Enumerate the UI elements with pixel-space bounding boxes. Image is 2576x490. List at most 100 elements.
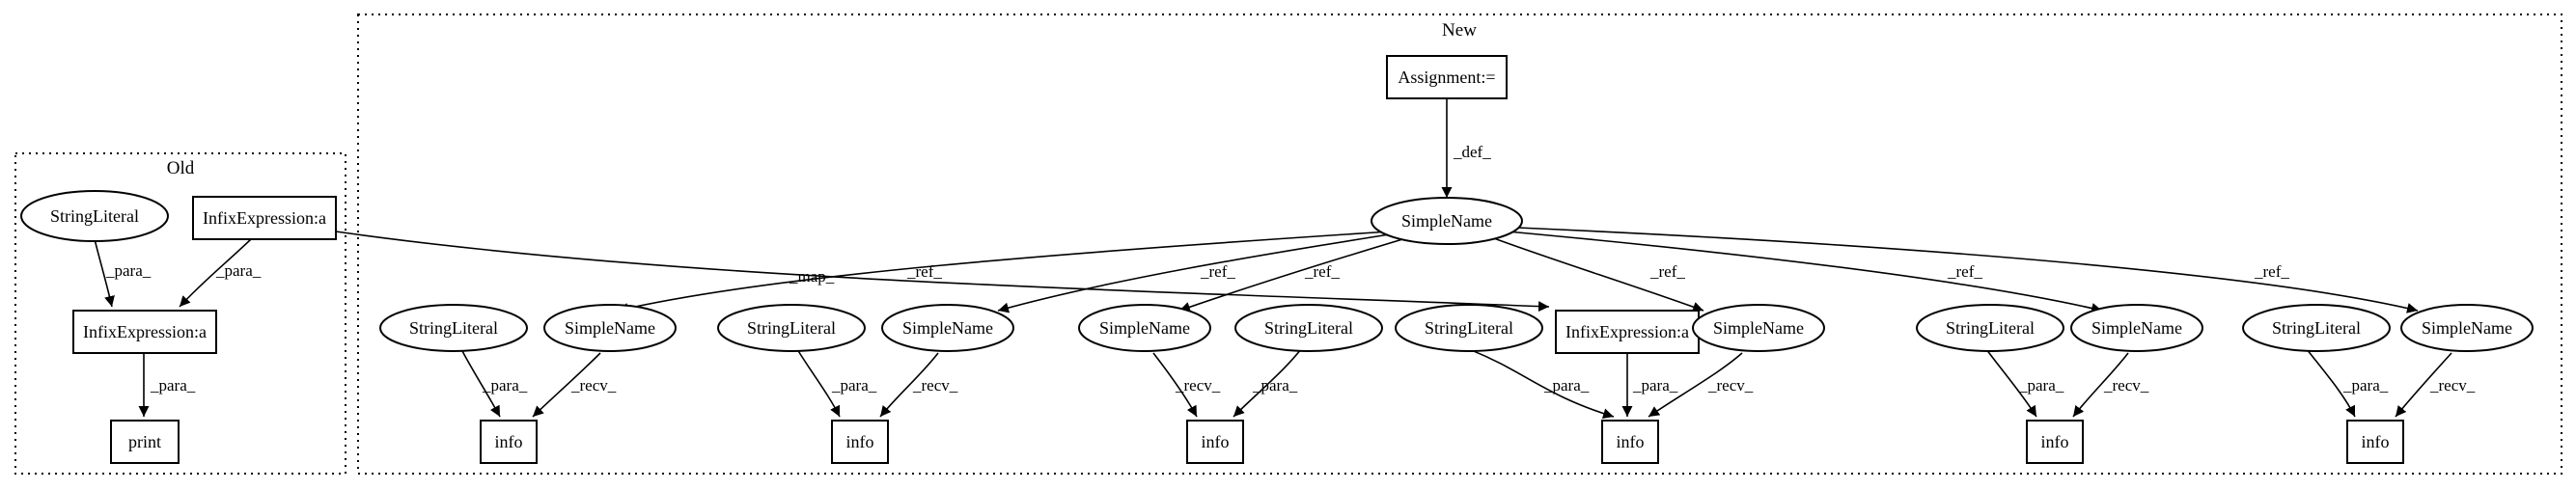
edge-old-infix-to-infix	[179, 238, 252, 308]
svg-text:info: info	[846, 432, 874, 451]
edge-label-para: _para_	[831, 376, 877, 395]
svg-text:info: info	[1202, 432, 1230, 451]
svg-text:SimpleName: SimpleName	[1401, 211, 1492, 231]
edge-ref-sn4	[1490, 236, 1704, 313]
edge-recv-info6	[2395, 352, 2452, 418]
edge-label-ref: _ref_	[1947, 262, 1982, 281]
svg-text:StringLiteral: StringLiteral	[1425, 318, 1513, 338]
node-info-4: info	[1601, 420, 1659, 464]
edge-para-info6	[2306, 348, 2356, 418]
node-old-string-literal: StringLiteral	[20, 190, 169, 242]
node-old-print: print	[110, 420, 180, 464]
edge-label-def: _def_	[1453, 143, 1491, 161]
svg-text:InfixExpression:a: InfixExpression:a	[83, 322, 207, 341]
edge-para-info5	[1985, 348, 2037, 418]
node-simple-name-3: SimpleName	[1078, 304, 1211, 352]
edge-ref-sn6	[1516, 227, 2419, 313]
edge-label-ref: _ref_	[1200, 262, 1235, 281]
node-info-3: info	[1186, 420, 1244, 464]
svg-text:StringLiteral: StringLiteral	[1264, 318, 1353, 338]
node-simple-name-5: SimpleName	[2070, 304, 2203, 352]
node-infix-expression-new: InfixExpression:a	[1555, 310, 1700, 354]
edge-para-info3	[1233, 348, 1302, 418]
node-info-6: info	[2346, 420, 2404, 464]
edge-label-map: _map_	[789, 267, 835, 286]
node-info-5: info	[2026, 420, 2084, 464]
cluster-old-label: Old	[167, 158, 195, 178]
svg-text:SimpleName: SimpleName	[565, 318, 655, 338]
node-string-literal-4: StringLiteral	[1395, 304, 1543, 352]
cluster-new: New	[357, 14, 2562, 475]
edge-ref-sn1	[617, 231, 1391, 313]
edge-ref-sn5	[1507, 231, 2103, 313]
svg-text:StringLiteral: StringLiteral	[2272, 318, 2361, 338]
svg-text:SimpleName: SimpleName	[1099, 318, 1190, 338]
edge-label-para: _para_	[1632, 376, 1678, 395]
node-simple-name-4: SimpleName	[1692, 304, 1825, 352]
svg-text:SimpleName: SimpleName	[902, 318, 993, 338]
cluster-old: Old	[14, 152, 346, 475]
svg-text:InfixExpression:a: InfixExpression:a	[203, 208, 326, 228]
svg-text:SimpleName: SimpleName	[2091, 318, 2182, 338]
node-simple-name-1: SimpleName	[543, 304, 677, 352]
edge-label-para: _para_	[2018, 376, 2064, 395]
node-old-infix-mid: InfixExpression:a	[72, 310, 217, 354]
edge-recv-info4	[1648, 352, 1743, 418]
node-simple-name-6: SimpleName	[2400, 304, 2534, 352]
svg-text:info: info	[2041, 432, 2069, 451]
svg-text:info: info	[2362, 432, 2390, 451]
svg-text:info: info	[1617, 432, 1645, 451]
edge-label-para: _para_	[150, 376, 196, 395]
svg-text:InfixExpression:a: InfixExpression:a	[1565, 322, 1689, 341]
edge-old-sl-to-infix	[94, 238, 115, 308]
node-string-literal-1: StringLiteral	[379, 304, 528, 352]
edge-label-ref: _ref_	[2254, 262, 2289, 281]
svg-text:StringLiteral: StringLiteral	[50, 206, 139, 226]
edge-para-info1	[460, 348, 501, 418]
edge-label-recv: _recv_	[2429, 376, 2476, 395]
edge-label-recv: _recv_	[1175, 376, 1221, 395]
edge-map	[335, 231, 1550, 313]
edge-para-info2	[796, 348, 841, 418]
edge-ref-sn3	[1178, 236, 1410, 313]
node-string-literal-3: StringLiteral	[1234, 304, 1383, 352]
node-string-literal-2: StringLiteral	[717, 304, 866, 352]
edge-label-para: _para_	[1543, 376, 1590, 395]
svg-text:SimpleName: SimpleName	[2422, 318, 2512, 338]
edge-label-para: _para_	[2342, 376, 2389, 395]
edge-recv-info2	[879, 352, 939, 418]
edge-para-info4	[1468, 348, 1615, 420]
node-info-1: info	[480, 420, 538, 464]
svg-text:info: info	[495, 432, 523, 451]
node-simple-name-root: SimpleName	[1371, 197, 1523, 245]
edge-label-ref: _ref_	[906, 262, 942, 281]
svg-text:print: print	[128, 432, 161, 451]
node-info-2: info	[831, 420, 889, 464]
edge-label-para: _para_	[1252, 376, 1298, 395]
node-assignment: Assignment:=	[1386, 55, 1508, 99]
edge-recv-info3	[1152, 352, 1198, 418]
cluster-new-label: New	[1442, 20, 1477, 41]
svg-text:StringLiteral: StringLiteral	[747, 318, 836, 338]
svg-text:StringLiteral: StringLiteral	[1946, 318, 2035, 338]
node-string-literal-5: StringLiteral	[1916, 304, 2064, 352]
node-string-literal-6: StringLiteral	[2242, 304, 2391, 352]
edge-label-recv: _recv_	[2103, 376, 2149, 395]
edge-label-recv: _recv_	[570, 376, 617, 395]
edge-ref-sn2	[997, 232, 1397, 313]
edge-label-recv: _recv_	[1707, 376, 1754, 395]
edge-label-para: _para_	[215, 261, 262, 280]
edge-recv-info5	[2072, 352, 2129, 418]
svg-text:SimpleName: SimpleName	[1713, 318, 1804, 338]
edge-label-recv: _recv_	[912, 376, 958, 395]
node-simple-name-2: SimpleName	[881, 304, 1014, 352]
edge-recv-info1	[532, 352, 601, 418]
edge-label-ref: _ref_	[1649, 262, 1685, 281]
edge-label-para: _para_	[105, 261, 152, 280]
svg-text:Assignment:=: Assignment:=	[1398, 68, 1495, 87]
svg-text:StringLiteral: StringLiteral	[409, 318, 498, 338]
edge-label-para: _para_	[482, 376, 528, 395]
edges: _para_ _para_ _para_ _map_ _def_ _ref_ _…	[94, 98, 2476, 420]
edge-label-ref: _ref_	[1304, 262, 1340, 281]
